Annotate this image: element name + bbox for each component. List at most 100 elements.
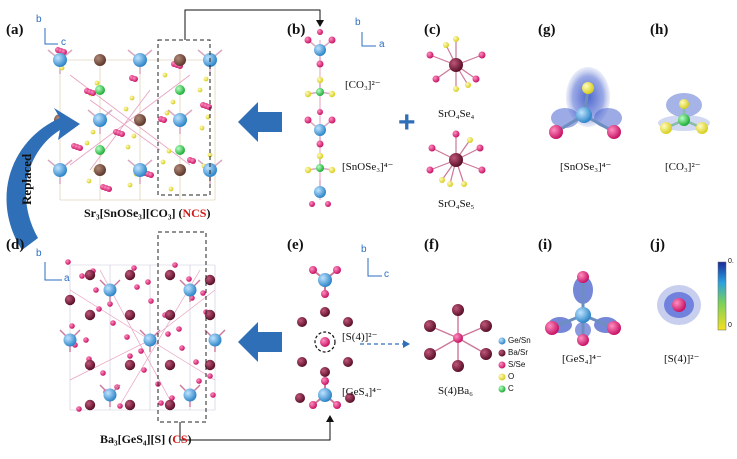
panel-a-dashed-cell (157, 39, 211, 196)
ge-sn-atom (103, 283, 117, 297)
ge-sn-atom (314, 124, 326, 136)
panel-d-axis-b: b (36, 248, 42, 259)
legend-ge-sn: Ge/Sn (508, 336, 531, 345)
ba-sr-atom (452, 304, 464, 316)
ba-sr-atom (480, 320, 492, 332)
s-se-atom (148, 298, 154, 304)
s-se-atom (333, 266, 341, 274)
s-se-atom (316, 140, 324, 148)
ba-sr-atom (452, 360, 464, 372)
s-se-atom (190, 158, 196, 164)
c-atom (175, 85, 185, 95)
ba-sr-atom (124, 359, 136, 371)
s-se-atom (69, 323, 75, 329)
ge-sn-atom (208, 333, 222, 347)
s-se-atom (453, 333, 463, 343)
o-atom (131, 133, 137, 139)
s-se-atom (545, 321, 559, 335)
o-atom (304, 166, 312, 174)
panel-j-scale-top: 0. (728, 258, 734, 265)
s-se-atom (165, 331, 171, 337)
sr-atom (134, 114, 146, 126)
replaced-arrow (6, 108, 80, 250)
ba-sr-atom (124, 399, 136, 411)
s-se-atom (193, 359, 199, 365)
s-se-atom (432, 75, 440, 83)
s-se-atom (186, 276, 192, 282)
panel-i-letter: (i) (538, 237, 553, 253)
s-se-atom (127, 353, 133, 359)
ge-sn-atom (143, 333, 157, 347)
o-atom (197, 87, 203, 93)
s-se-atom (309, 401, 317, 409)
panel-d-atoms (59, 259, 226, 412)
formula-top-tag: NCS (182, 206, 207, 220)
s-se-atom (607, 321, 621, 335)
ge-sn-atom (93, 113, 107, 127)
panel-h-atoms (660, 99, 708, 134)
o-atom (168, 186, 174, 192)
ba-sr-atom (297, 357, 307, 367)
connector-a-to-b (184, 9, 321, 40)
ge-sn-atom (498, 337, 506, 345)
ba-sr-atom (320, 367, 330, 377)
s-se-atom (172, 262, 178, 268)
s-se-atom (317, 29, 323, 35)
panel-d-axis-a: a (64, 273, 70, 284)
o-atom (453, 86, 459, 92)
ba-sr-atom (164, 399, 176, 411)
s-se-atom (304, 116, 312, 124)
o-atom (582, 82, 594, 94)
ge-sn-atom (314, 44, 326, 56)
panel-a-axis-b: b (36, 14, 42, 25)
s-se-atom (317, 109, 323, 115)
o-atom (166, 148, 172, 154)
panel-h-letter: (h) (650, 22, 669, 38)
ge-sn-atom (183, 283, 197, 297)
s-se-atom (428, 144, 436, 152)
s-se-atom (65, 259, 71, 265)
ge-sn-atom (576, 107, 592, 123)
s-se-atom (577, 334, 589, 346)
ba-sr-atom (449, 58, 463, 72)
panel-g-atoms (549, 82, 621, 139)
o-atom (205, 114, 211, 120)
panel-f-label: S(4)Ba₆ (438, 385, 473, 397)
ba-sr-atom (297, 317, 307, 327)
formula-bottom-main: Ba₃[GeS₄][S] (100, 432, 166, 446)
s-se-atom (179, 345, 185, 351)
panel-b-axis-b: b (355, 17, 361, 28)
panel-j-letter: (j) (650, 237, 665, 253)
legend-ba-sr: Ba/Sr (508, 348, 529, 357)
o-atom (94, 80, 100, 86)
ge-sn-atom (103, 388, 117, 402)
s-se-atom (476, 144, 484, 152)
ba-sr-atom (84, 359, 96, 371)
s-se-atom (328, 36, 336, 44)
s-se-atom (320, 337, 330, 347)
s-se-atom (325, 201, 331, 207)
s-se-atom (176, 326, 182, 332)
panel-h-label: [CO₃]²⁻ (665, 161, 701, 173)
ba-sr-atom (320, 307, 330, 317)
ge-sn-atom (575, 307, 591, 323)
o-atom (203, 76, 209, 82)
s-se-atom (117, 403, 123, 409)
ge-sn-atom (53, 163, 67, 177)
panel-e-letter: (e) (287, 237, 304, 253)
panel-g-label: [SnOSe₃]⁴⁻ (560, 161, 612, 173)
panel-i-label: [GeS₄]⁴⁻ (562, 353, 602, 365)
formula-top-main: Sr₃[SnOSe₃][CO₃] (84, 206, 176, 220)
s-se-atom (161, 117, 167, 123)
replaced-label: Replaced (19, 153, 34, 205)
legend-c: C (508, 384, 514, 393)
s-se-atom (478, 166, 486, 174)
panel-j-scale-bottom: 0 (728, 322, 732, 329)
plus-sign: + (398, 106, 416, 139)
panel-e-axes (367, 258, 382, 277)
sr-atom (94, 164, 106, 176)
ba-sr-atom (295, 393, 305, 403)
s-se-atom (549, 125, 563, 139)
s-se-atom (114, 384, 120, 390)
